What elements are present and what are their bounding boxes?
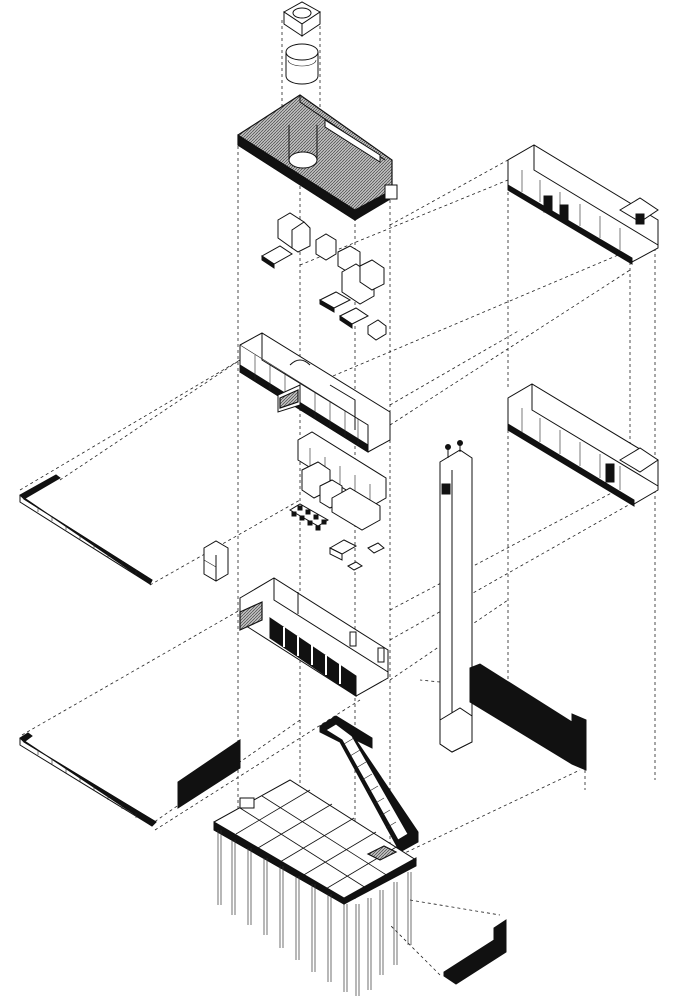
west-wall-fragment-upper (19, 474, 153, 585)
roof-deck (237, 94, 398, 221)
lower-floor-walls (239, 577, 389, 697)
piles (217, 830, 412, 996)
east-elevation-upper (507, 144, 659, 265)
kitchen-dining-furniture (289, 431, 387, 571)
east-elevation-lower (507, 383, 659, 507)
chimney-cap (283, 1, 321, 37)
service-shaft (439, 440, 473, 753)
foundation-platform (213, 779, 417, 905)
upper-floor-walls (239, 332, 391, 453)
chimney-flue (285, 43, 319, 85)
black-wall-panels (177, 663, 587, 985)
upper-furniture (261, 212, 387, 341)
small-cabinet (203, 540, 229, 582)
west-wall-fragment-lower (19, 732, 157, 827)
stair-core (319, 715, 419, 853)
